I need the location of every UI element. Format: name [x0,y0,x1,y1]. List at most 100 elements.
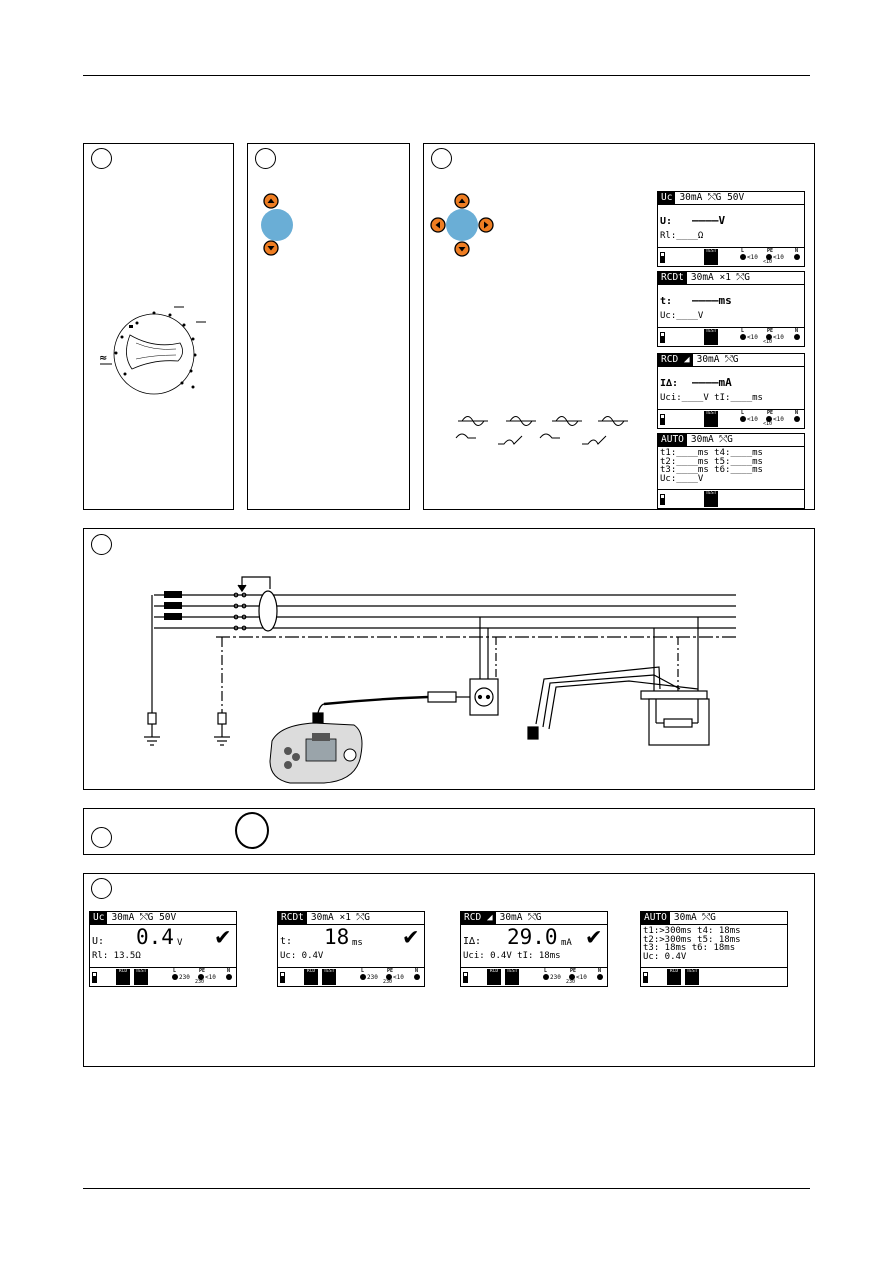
terminal-dot-l [740,254,746,260]
step-panel-selector: ≈ [83,143,234,510]
lcd-mode-label: Uc [658,192,676,204]
lcd-secondary-value: Uci:____V tI:____ms [660,393,763,403]
result-ok-check-icon: ✔ [215,922,230,950]
terminal-dot-l [543,974,549,980]
terminal-dot-n [794,416,800,422]
battery-icon [463,972,468,983]
terminal-value-l: 230 [179,974,190,981]
terminal-label-pe: PE [767,248,774,254]
test-key-icon: TEST [505,969,519,985]
step-panel-test [83,808,815,855]
lcd-header-settings: 30mA ⤲G [696,354,739,365]
terminal-value-pe-n: <10 [763,259,773,265]
lcd-mode-label: AUTO [641,912,670,924]
terminal-value-pe-n: 230 [566,979,576,985]
terminal-dot-l [172,974,178,980]
lcd-main-value: 29.0 [507,925,558,949]
arrow-key-icon[interactable] [254,192,300,258]
terminal-label-n: N [227,968,231,974]
lcd-main-value: 0.4 [136,925,174,949]
rcd-key-icon: RCD [667,969,681,985]
result-ok-check-icon: ✔ [403,922,418,950]
step-number-circle [91,534,112,555]
terminal-value-pe-n: 230 [383,979,393,985]
terminal-value-pe: <10 [773,334,784,341]
step-number-circle [91,878,112,899]
lcd-secondary-value: Rl: 13.5Ω [92,951,141,961]
lcd-footer: RCD TEST [90,967,236,986]
terminal-value-pe-n: <10 [763,339,773,345]
terminal-label-n: N [795,248,799,254]
step-number-circle [431,148,452,169]
terminal-value-pe: <10 [205,974,216,981]
lcd-main-unit: ms [352,938,363,948]
lcd-header-settings: 30mA ⤲G [690,434,733,445]
lcd-main-label: t: [280,936,293,947]
result-ok-check-icon: ✔ [586,922,601,950]
test-key-icon: TEST [704,491,718,507]
test-key-icon[interactable] [235,812,269,849]
lcd-secondary-value: Rl:____Ω [660,231,704,241]
terminal-dot-n [226,974,232,980]
terminal-value-l: 230 [367,974,378,981]
terminal-value-pe-n: <10 [763,421,773,427]
step-number-circle [255,148,276,169]
terminal-value-pe: <10 [773,254,784,261]
lcd-main-label: I∆: [660,378,679,389]
test-key-icon: TEST [704,249,718,265]
battery-icon [92,972,97,983]
terminal-dot-pe [766,334,772,340]
svg-text:≈: ≈ [99,353,107,364]
terminal-value-pe: <10 [576,974,587,981]
wiring-diagram [144,576,736,784]
rcd-key-icon: RCD [116,969,130,985]
terminal-label-pe: PE [767,328,774,334]
lcd-result-row: t3:____ms t6:____ms [660,465,763,475]
terminal-value-pe: <10 [773,416,784,423]
lcd-mode-label: RCDt [658,272,687,284]
lcd-header-settings: 30mA ×1 ⤲G [310,912,370,923]
footer-rule [83,1188,810,1189]
lcd-header-settings: 30mA ×1 ⤲G [690,272,750,283]
terminal-label-pe: PE [767,410,774,416]
battery-icon [643,972,648,983]
terminal-label-l: L [741,328,745,334]
step-number-circle [91,148,112,169]
terminal-label-pe: PE [199,968,206,974]
terminal-dot-n [597,974,603,980]
rotary-selector-icon[interactable]: ≈ [94,299,224,404]
lcd-mode-label: RCD ◢ [658,354,693,366]
terminal-value-l: <10 [747,254,758,261]
test-key-icon: TEST [685,969,699,985]
terminal-dot-l [740,416,746,422]
lcd-main-value: 18 [324,925,350,949]
terminal-dot-pe [198,974,204,980]
terminal-dot-pe [569,974,575,980]
terminal-label-l: L [741,410,745,416]
lcd-secondary-value: Uci: 0.4V tI: 18ms [463,951,561,961]
socket-icon [469,678,499,716]
lcd-footer: RCD TEST [641,967,787,986]
terminal-label-l: L [544,968,548,974]
step-panel-connection [83,528,815,790]
lcd-result-row: t3: 18ms t6: 18ms [643,943,736,953]
arrow-key-icon[interactable] [428,192,496,258]
tester-device-icon [269,722,363,784]
terminal-dot-l [360,974,366,980]
lcd-main-value: ‒‒‒‒mA [692,376,732,389]
battery-icon [280,972,285,983]
lcd-header-settings: 30mA ⤲G [499,912,542,923]
lcd-main-label: U: [660,216,673,227]
lcd-result-row: Uc:____V [660,473,704,484]
test-key-icon: TEST [134,969,148,985]
battery-icon [660,252,665,263]
